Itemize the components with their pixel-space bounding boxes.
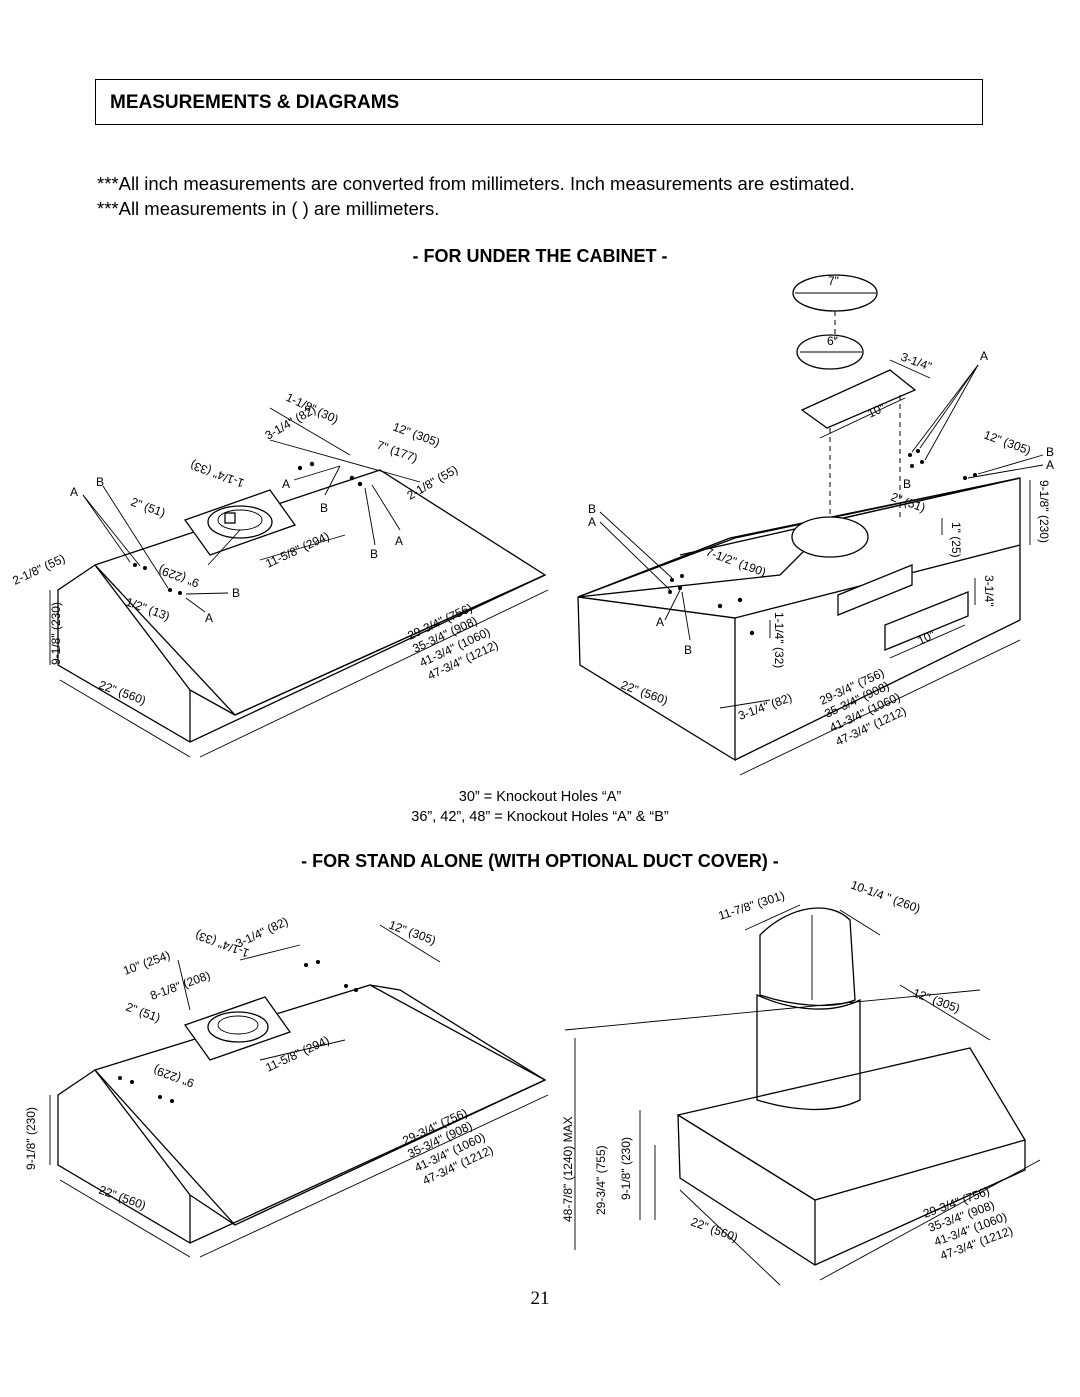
- dim-1-1-4-32: 1-1/4" (32): [772, 612, 786, 668]
- diagram-stand-alone-top: 9-1/8" (230) 22" (560) 29-3/4" (756) 35-…: [24, 914, 549, 1258]
- page-title: MEASUREMENTS & DIAGRAMS: [110, 92, 400, 113]
- section-title-box: MEASUREMENTS & DIAGRAMS: [95, 79, 983, 125]
- dim-10-bottom: 10": [915, 628, 937, 648]
- dim-1-25: 1" (25): [949, 522, 963, 558]
- label-hole-a: A: [282, 477, 290, 491]
- label-hole-b: B: [320, 501, 328, 515]
- label-hole-b: B: [1046, 445, 1054, 459]
- heading-under-cabinet: - FOR UNDER THE CABINET -: [412, 246, 668, 266]
- label-hole-b: B: [588, 502, 596, 516]
- diagram-under-cabinet-top: 9-1/8" (230) 22" (560) 29-3/4" (756) 35-…: [10, 390, 549, 758]
- note-line-1: ***All inch measurements are converted f…: [97, 173, 855, 194]
- dim-10-1-4-260: 10-1/4 " (260): [849, 878, 922, 916]
- dim-29-3-4-755: 29-3/4" (755): [594, 1145, 608, 1215]
- dim-2-51: 2" (51): [129, 495, 167, 520]
- dim-8-1-8-208: 8-1/8" (208): [148, 968, 212, 1003]
- dim-12-305: 12" (305): [982, 428, 1033, 458]
- dim-48-7-8-1240-max: 48-7/8" (1240) MAX: [561, 1116, 575, 1222]
- dim-22-560: 22" (560): [619, 678, 670, 708]
- page-number: 21: [530, 1288, 550, 1309]
- label-hole-a: A: [1046, 458, 1054, 472]
- dim-2-51: 2" (51): [889, 490, 927, 515]
- dim-22-560: 22" (560): [689, 1215, 740, 1245]
- dim-3-1-4-82: 3-1/4" (82): [736, 690, 794, 722]
- dim-11-7-8-301: 11-7/8" (301): [717, 888, 787, 923]
- dim-2-51: 2" (51): [124, 1000, 162, 1025]
- dim-7-1-2-190: 7-1/2" (190): [704, 545, 768, 580]
- knockout-note-2: 36”, 42”, 48” = Knockout Holes “A” & “B”: [411, 809, 669, 825]
- label-hole-a: A: [395, 534, 403, 548]
- label-hole-a: A: [588, 515, 596, 529]
- label-hole-a: A: [205, 611, 213, 625]
- label-hole-b: B: [684, 643, 692, 657]
- dim-9-1-8-230: 9-1/8" (230): [619, 1137, 633, 1200]
- dim-6: 6": [827, 334, 838, 348]
- dim-9-1-8-230: 9-1/8" (230): [24, 1107, 38, 1170]
- label-hole-b: B: [96, 475, 104, 489]
- heading-stand-alone: - FOR STAND ALONE (WITH OPTIONAL DUCT CO…: [301, 851, 779, 871]
- dim-7: 7": [828, 274, 839, 288]
- dim-22-560: 22" (560): [97, 1183, 148, 1213]
- diagram-under-cabinet-bottom: 7" 6" 3-1/4" 10" 12" (305) 2" (51) 9-1/8…: [577, 274, 1054, 776]
- label-hole-a: A: [656, 615, 664, 629]
- label-hole-a: A: [980, 349, 988, 363]
- dim-9-1-8-230: 9-1/8" (230): [49, 602, 63, 665]
- dim-10: 10": [865, 401, 887, 421]
- dim-2-1-8-55-side: 2-1/8" (55): [10, 551, 67, 587]
- dim-12-305: 12" (305): [911, 986, 962, 1016]
- knockout-note-1: 30” = Knockout Holes “A”: [458, 789, 622, 805]
- dim-1-1-4-33: 1-1/4" (33): [188, 458, 246, 490]
- label-hole-b: B: [370, 547, 378, 561]
- dim-11-5-8-294: 11-5/8" (294): [263, 529, 331, 571]
- diagram-stand-alone-duct: 11-7/8" (301) 10-1/4 " (260) 12" (305) 4…: [561, 878, 1041, 1286]
- dim-12-305: 12" (305): [387, 918, 438, 948]
- dim-2-1-8-55: 2-1/8" (55): [405, 462, 461, 502]
- label-hole-a: A: [70, 485, 78, 499]
- dim-9-229: 9" (229): [152, 1063, 197, 1091]
- dim-9-1-8-230: 9-1/8" (230): [1037, 480, 1051, 543]
- dim-3-1-4: 3-1/4": [899, 350, 934, 374]
- dim-10-254: 10" (254): [121, 948, 172, 978]
- dim-9-229: 9" (229): [157, 563, 202, 591]
- dim-7-177: 7" (177): [375, 438, 420, 466]
- note-line-2: ***All measurements in ( ) are millimete…: [97, 198, 440, 219]
- dim-3-1-4-side: 3-1/4": [982, 575, 996, 607]
- label-hole-b: B: [232, 586, 240, 600]
- dim-1-2-13: 1/2" (13): [124, 595, 172, 624]
- label-hole-b: B: [903, 477, 911, 491]
- dim-11-5-8-294: 11-5/8" (294): [263, 1033, 331, 1075]
